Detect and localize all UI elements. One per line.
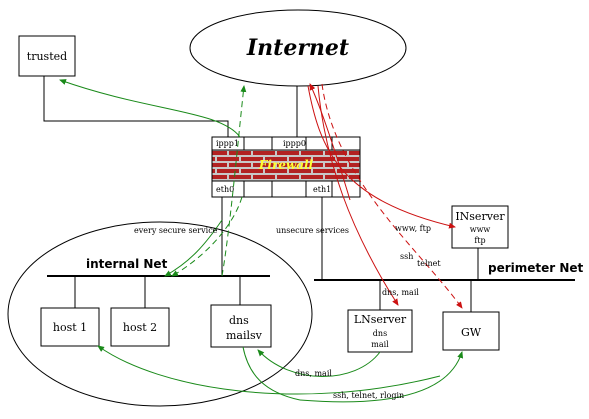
lnserver-title: LNserver — [354, 313, 407, 326]
label-www-ftp: www, ftp — [395, 224, 431, 233]
label-dns-mail-bottom: dns, mail — [295, 369, 332, 378]
flow-secure-dashed-down — [171, 196, 243, 277]
internet-cloud — [189, 9, 407, 87]
flow-trusted-access — [59, 79, 241, 138]
label-dns-mail-top: dns, mail — [382, 288, 419, 297]
label-ssh: ssh — [400, 252, 413, 261]
lnserver-line2: mail — [371, 340, 389, 349]
label-telnet: telnet — [417, 259, 441, 268]
internal-net-label: internal Net — [86, 257, 168, 271]
label-unsecure: unsecure services — [276, 226, 349, 235]
flow-ssh-telnet-dashed — [321, 83, 463, 309]
firewall-label: Firewall — [258, 158, 314, 172]
inserver-line2: ftp — [474, 236, 485, 245]
dns-mailsv-box — [210, 304, 272, 348]
port-ippp1: ippp1 — [216, 139, 239, 148]
flow-remote-to-gw — [299, 351, 464, 403]
port-eth0: eth0 — [216, 185, 234, 194]
flow-in-from-perimeter — [309, 83, 351, 201]
flow-remote-from-dns — [242, 346, 301, 401]
internet-label: Internet — [246, 35, 349, 61]
flow-secure-dashed-up — [221, 85, 247, 277]
label-secure: every secure service — [134, 226, 218, 235]
inserver-line1: www — [470, 225, 491, 234]
trusted-link — [43, 76, 229, 137]
gw-box — [442, 311, 500, 351]
flow-www-ftp — [307, 85, 456, 229]
gw-label: GW — [461, 326, 482, 339]
internal-net-ellipse — [7, 221, 313, 407]
host2-label: host 2 — [123, 321, 157, 334]
flow-dns-mail-internal — [257, 349, 381, 377]
inserver-title: INserver — [455, 210, 505, 223]
host2-box — [110, 307, 170, 347]
dns-mailsv-line1: dns — [229, 314, 249, 327]
dns-mailsv-line2: mailsv — [226, 329, 263, 342]
trusted-box — [18, 35, 76, 77]
flow-secure-solid-down — [164, 219, 223, 277]
label-ssh-telnet-rlogin: ssh, telnet, rlogin — [333, 391, 404, 400]
lnserver-line1: dns — [373, 329, 387, 338]
lnserver-box — [347, 309, 413, 353]
firewall: ippp1 ippp0 eth0 eth1 Firewall — [211, 136, 361, 198]
host1-box — [40, 307, 100, 347]
trusted-label: trusted — [27, 50, 67, 63]
perimeter-net-label: perimeter Net — [488, 261, 584, 275]
inserver-box — [451, 205, 509, 249]
flow-remote-to-host1 — [97, 345, 441, 395]
port-ippp0: ippp0 — [283, 139, 306, 148]
port-eth1: eth1 — [313, 185, 331, 194]
host1-label: host 1 — [53, 321, 87, 334]
